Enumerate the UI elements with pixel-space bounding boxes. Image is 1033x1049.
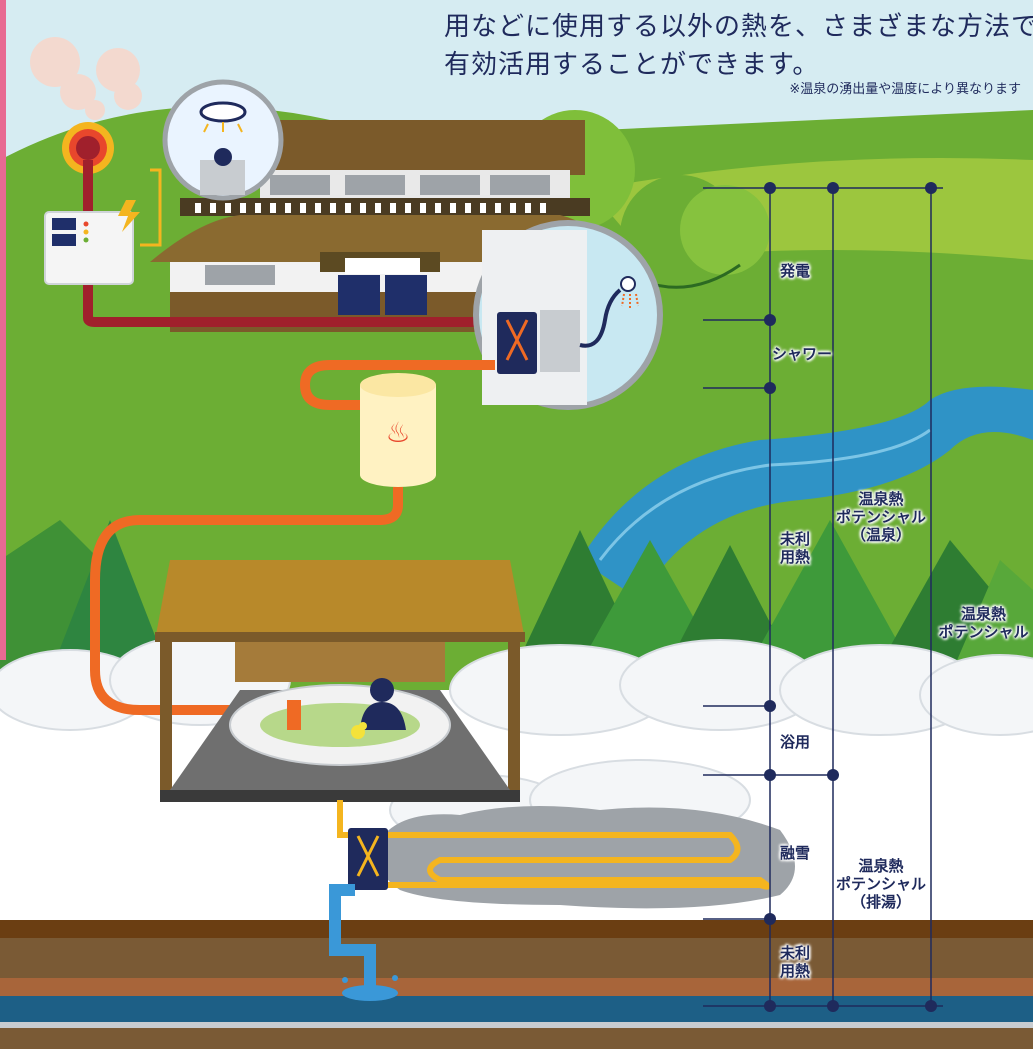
lamp-icon (162, 79, 284, 201)
label-potential-onsen-line1: 温泉熱 (858, 490, 904, 508)
bath-pavilion (155, 560, 525, 802)
label-potential-drain-line3: （排湯） (850, 893, 911, 911)
water-splash-icon (342, 975, 398, 1001)
label-unused-upper: 未利 用熱 (780, 530, 810, 566)
label-potential-total-line1: 温泉熱 (960, 605, 1006, 623)
label-unused-upper-line2: 用熱 (780, 548, 811, 566)
label-potential-total: 温泉熱 ポテンシャル (936, 605, 1031, 641)
drain-pipe (329, 884, 376, 990)
onsen-symbol-icon: ♨ (385, 416, 410, 449)
shower-icon (620, 276, 636, 292)
river (580, 386, 1033, 600)
label-unused-lower-line2: 用熱 (780, 962, 811, 980)
page-edge-accent (0, 0, 6, 660)
steam-cloud-icon (30, 37, 142, 120)
label-potential-drain: 温泉熱 ポテンシャル （排湯） (836, 857, 926, 911)
label-snow-melting: 融雪 (780, 844, 811, 862)
bather-icon (360, 678, 406, 730)
label-potential-drain-line2: ポテンシャル (836, 875, 927, 893)
label-unused-lower-line1: 未利 (780, 944, 811, 962)
label-unused-lower: 未利 用熱 (780, 944, 810, 980)
label-potential-onsen: 温泉熱 ポテンシャル （温泉） (836, 490, 926, 544)
ground-layer (0, 920, 1033, 938)
intro-line-2: 有効活用することができます。 (444, 50, 820, 80)
label-potential-onsen-line3: （温泉） (850, 526, 911, 544)
label-shower: シャワー (772, 345, 833, 363)
heat-exchanger-icon (348, 828, 388, 890)
generator-icon (44, 211, 134, 285)
duck-icon (351, 722, 367, 739)
storage-tank: ♨ (360, 373, 436, 487)
lightning-icon (118, 200, 140, 232)
label-unused-upper-line1: 未利 (780, 530, 811, 548)
heat-exchanger-icon (497, 312, 537, 374)
intro-line-1: 用などに使用する以外の熱を、さまざまな方法で (444, 12, 1033, 42)
warm-pipe (299, 360, 495, 410)
aquifer-layer (0, 996, 1033, 1022)
label-potential-onsen-line2: ポテンシャル (836, 508, 927, 526)
hot-pipe (83, 160, 480, 327)
label-power: 発電 (780, 262, 811, 280)
scale-markers (764, 182, 937, 1012)
intro-text: 用などに使用する以外の熱を、さまざまな方法で 有効活用することができます。 (444, 8, 1033, 84)
footnote: ※温泉の湧出量や温度により異なります (789, 82, 1021, 97)
label-bathing: 浴用 (780, 733, 811, 751)
label-potential-drain-line1: 温泉熱 (858, 857, 904, 875)
label-potential-total-line2: ポテンシャル (938, 623, 1029, 641)
